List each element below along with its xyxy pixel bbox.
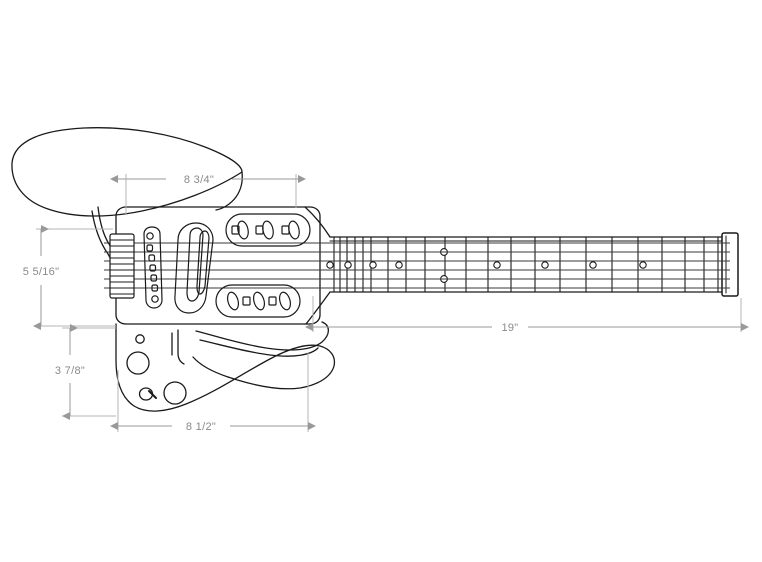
lower-horn-inner (192, 356, 229, 378)
control-knob-2 (163, 381, 187, 405)
inlay-dot (369, 261, 377, 269)
dimension-label-5-5-16: 5 5/16" (23, 266, 60, 278)
lower-tuner-capsule (215, 284, 301, 318)
tremolo-arm-outer (195, 321, 330, 351)
inlay-dot (589, 261, 597, 269)
dimension-label-3-7-8: 3 7/8" (55, 365, 85, 377)
inlay-dot (639, 261, 647, 269)
dimension-label-19: 19" (501, 322, 518, 334)
frets (333, 237, 719, 292)
dimension-8-1-2: 8 1/2" (110, 352, 316, 433)
bridge-saddle-assembly (109, 233, 135, 299)
dimension-label-8-1-2: 8 1/2" (186, 421, 216, 433)
small-screw-hole (135, 334, 145, 344)
dimension-19: 19" (305, 296, 749, 334)
guitar-body-outline (115, 206, 321, 325)
body-neck-joint-lower (305, 291, 331, 325)
control-knob-1 (126, 351, 150, 375)
output-jack (138, 387, 154, 401)
inlay-dot (326, 261, 334, 269)
output-jack-tip (148, 390, 157, 399)
inlay-dot (344, 261, 352, 269)
dimension-3-7-8: 3 7/8" (55, 324, 116, 420)
dimension-8-3-4: 8 3/4" (110, 174, 306, 215)
body-lower-cut (177, 329, 185, 365)
nut-block (721, 232, 739, 297)
strings (104, 242, 730, 289)
tremolo-arm-inner (199, 339, 319, 357)
inlay-dot (541, 261, 549, 269)
inlay-dot (395, 261, 403, 269)
dimension-label-8-3-4: 8 3/4" (184, 174, 214, 186)
upper-horn-rear-sweep (215, 171, 243, 211)
saddle-rail-plate (143, 226, 163, 309)
upper-horn-outline (11, 127, 243, 217)
inlay-dot (493, 261, 501, 269)
lower-horn-outline (115, 323, 336, 412)
body-neck-joint-upper (304, 206, 331, 238)
upper-tuner-capsule (225, 213, 311, 247)
tremolo-lever-plate (174, 222, 214, 314)
fretboard-inlay-dots (326, 248, 647, 283)
